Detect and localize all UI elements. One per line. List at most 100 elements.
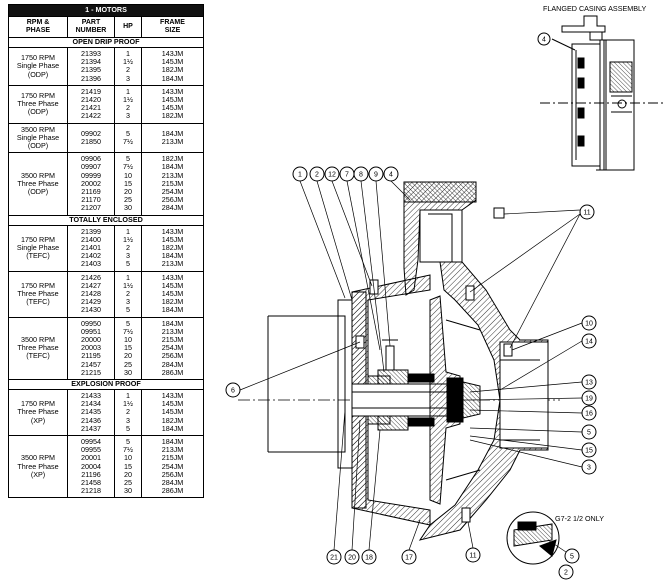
header-rpm-phase: RPM & PHASE bbox=[8, 16, 68, 38]
rpm-phase-cell: 3500 RPM Three Phase (ODP) bbox=[8, 152, 68, 216]
svg-text:7: 7 bbox=[345, 172, 349, 179]
svg-text:19: 19 bbox=[585, 396, 593, 403]
g7-caption: G7-2 1/2 ONLY bbox=[555, 514, 604, 523]
frame-size-cell: 143JM 145JM 145JM 182JM bbox=[141, 84, 204, 124]
pump-casing bbox=[403, 181, 549, 541]
svg-text:16: 16 bbox=[585, 411, 593, 418]
header-frame-size: FRAME SIZE bbox=[141, 16, 204, 38]
rpm-phase-cell: 1750 RPM Single Phase (ODP) bbox=[8, 47, 68, 86]
callout-19: 19 bbox=[581, 390, 597, 406]
table-title: 1 - MOTORS bbox=[8, 4, 204, 17]
header-part-number: PART NUMBER bbox=[67, 16, 115, 38]
motor-outline bbox=[267, 299, 353, 469]
rpm-phase-cell: 1750 RPM Three Phase (ODP) bbox=[8, 84, 68, 124]
callout-12: 12 bbox=[324, 166, 340, 182]
rpm-phase-cell: 3500 RPM Three Phase (TEFC) bbox=[8, 316, 68, 380]
rpm-phase-cell: 1750 RPM Three Phase (TEFC) bbox=[8, 270, 68, 318]
callout-5-inset: 5 bbox=[564, 548, 580, 564]
svg-text:12: 12 bbox=[328, 172, 336, 179]
mechanical-seal bbox=[377, 339, 435, 431]
frame-size-cell: 184JM 213JM 215JM 254JM 256JM 284JM 286J… bbox=[141, 434, 204, 499]
hp-cell: 1 1½ 2 3 5 bbox=[114, 388, 142, 436]
svg-text:10: 10 bbox=[585, 321, 593, 328]
svg-text:9: 9 bbox=[374, 172, 378, 179]
svg-text:20: 20 bbox=[348, 555, 356, 562]
callout-5: 5 bbox=[581, 424, 597, 440]
section-title: OPEN DRIP PROOF bbox=[8, 37, 204, 48]
svg-text:21: 21 bbox=[330, 555, 338, 562]
svg-text:18: 18 bbox=[365, 555, 373, 562]
part-number-cell: 09950 09951 20000 20003 21195 21457 2121… bbox=[67, 316, 115, 380]
part-number-cell: 21426 21427 21428 21429 21430 bbox=[67, 270, 115, 318]
callout-11-top: 11 bbox=[579, 204, 595, 220]
svg-text:5: 5 bbox=[570, 554, 574, 561]
callout-20: 20 bbox=[344, 549, 360, 565]
part-number-cell: 21419 21420 21421 21422 bbox=[67, 84, 115, 124]
svg-text:4: 4 bbox=[389, 172, 393, 179]
callout-15: 15 bbox=[581, 442, 597, 458]
frame-size-cell: 184JM 213JM 215JM 254JM 256JM 284JM 286J… bbox=[141, 316, 204, 380]
callout-4: 4 bbox=[383, 166, 399, 182]
section-header: TOTALLY ENCLOSED bbox=[8, 214, 204, 226]
table-row: 3500 RPM Three Phase (TEFC)09950 09951 2… bbox=[8, 316, 204, 380]
table-row: 1750 RPM Three Phase (XP)21433 21434 214… bbox=[8, 388, 204, 436]
pump-exploded-diagram: FLANGED CASING ASSEMBLY 4 bbox=[225, 4, 666, 580]
callout-6: 6 bbox=[225, 382, 241, 398]
callout-10: 10 bbox=[581, 315, 597, 331]
callout-11-bottom: 11 bbox=[465, 547, 481, 563]
motors-parts-table: 1 - MOTORS RPM & PHASE PART NUMBER HP FR… bbox=[8, 4, 204, 499]
hp-cell: 5 7½ 10 15 20 25 30 bbox=[114, 316, 142, 380]
table-row: 1750 RPM Single Phase (TEFC)21399 21400 … bbox=[8, 224, 204, 272]
rpm-phase-cell: 1750 RPM Single Phase (TEFC) bbox=[8, 224, 68, 272]
callout-1: 1 bbox=[292, 166, 308, 182]
part-number-cell: 21393 21394 21395 21396 bbox=[67, 47, 115, 86]
frame-size-cell: 182JM 184JM 213JM 215JM 254JM 256JM 284J… bbox=[141, 152, 204, 216]
callout-13: 13 bbox=[581, 374, 597, 390]
callout-3: 3 bbox=[581, 459, 597, 475]
callout-2-inset: 2 bbox=[558, 564, 574, 580]
callout-14: 14 bbox=[581, 333, 597, 349]
hp-cell: 5 7½ 10 15 20 25 30 bbox=[114, 434, 142, 499]
part-number-cell: 09954 09955 20001 20004 21196 21458 2121… bbox=[67, 434, 115, 499]
table-row: 1750 RPM Single Phase (ODP)21393 21394 2… bbox=[8, 47, 204, 86]
hp-cell: 1 1½ 2 3 5 bbox=[114, 270, 142, 318]
frame-size-cell: 143JM 145JM 182JM 184JM bbox=[141, 47, 204, 86]
rpm-phase-cell: 1750 RPM Three Phase (XP) bbox=[8, 388, 68, 436]
g7-seal-inset: G7-2 1/2 ONLY bbox=[506, 511, 604, 565]
table-row: 3500 RPM Three Phase (XP)09954 09955 200… bbox=[8, 434, 204, 499]
callout-17: 17 bbox=[401, 549, 417, 565]
table-row: 1750 RPM Three Phase (ODP)21419 21420 21… bbox=[8, 84, 204, 124]
svg-text:5: 5 bbox=[587, 430, 591, 437]
callout-9: 9 bbox=[368, 166, 384, 182]
hp-cell: 1 1½ 2 3 5 bbox=[114, 224, 142, 272]
frame-size-cell: 143JM 145JM 182JM 184JM 213JM bbox=[141, 224, 204, 272]
frame-size-cell: 143JM 145JM 145JM 182JM 184JM bbox=[141, 388, 204, 436]
frame-size-cell: 143JM 145JM 145JM 182JM 184JM bbox=[141, 270, 204, 318]
section-title: TOTALLY ENCLOSED bbox=[8, 214, 204, 226]
header-hp: HP bbox=[114, 16, 142, 38]
svg-text:2: 2 bbox=[564, 570, 568, 577]
svg-text:1: 1 bbox=[298, 172, 302, 179]
table-row: 3500 RPM Three Phase (ODP)09906 09907 09… bbox=[8, 152, 204, 216]
svg-text:3: 3 bbox=[587, 465, 591, 472]
svg-text:6: 6 bbox=[231, 388, 235, 395]
impeller bbox=[429, 295, 481, 505]
svg-text:11: 11 bbox=[583, 210, 590, 217]
svg-text:15: 15 bbox=[585, 448, 593, 455]
part-number-cell: 21433 21434 21435 21436 21437 bbox=[67, 388, 115, 436]
table-row: 1750 RPM Three Phase (TEFC)21426 21427 2… bbox=[8, 270, 204, 318]
hp-cell: 1 1½ 2 3 bbox=[114, 84, 142, 124]
part-number-cell: 09906 09907 09999 20002 21169 21170 2120… bbox=[67, 152, 115, 216]
flanged-casing-assembly: FLANGED CASING ASSEMBLY bbox=[540, 4, 666, 171]
svg-text:17: 17 bbox=[405, 555, 413, 562]
svg-text:14: 14 bbox=[585, 339, 593, 346]
svg-text:4: 4 bbox=[542, 37, 546, 44]
rpm-phase-cell: 3500 RPM Three Phase (XP) bbox=[8, 434, 68, 499]
callout-18: 18 bbox=[361, 549, 377, 565]
frame-size-cell: 184JM 213JM bbox=[141, 122, 204, 154]
section-header: OPEN DRIP PROOF bbox=[8, 37, 204, 48]
svg-text:11: 11 bbox=[469, 553, 476, 560]
callout-8: 8 bbox=[353, 166, 369, 182]
